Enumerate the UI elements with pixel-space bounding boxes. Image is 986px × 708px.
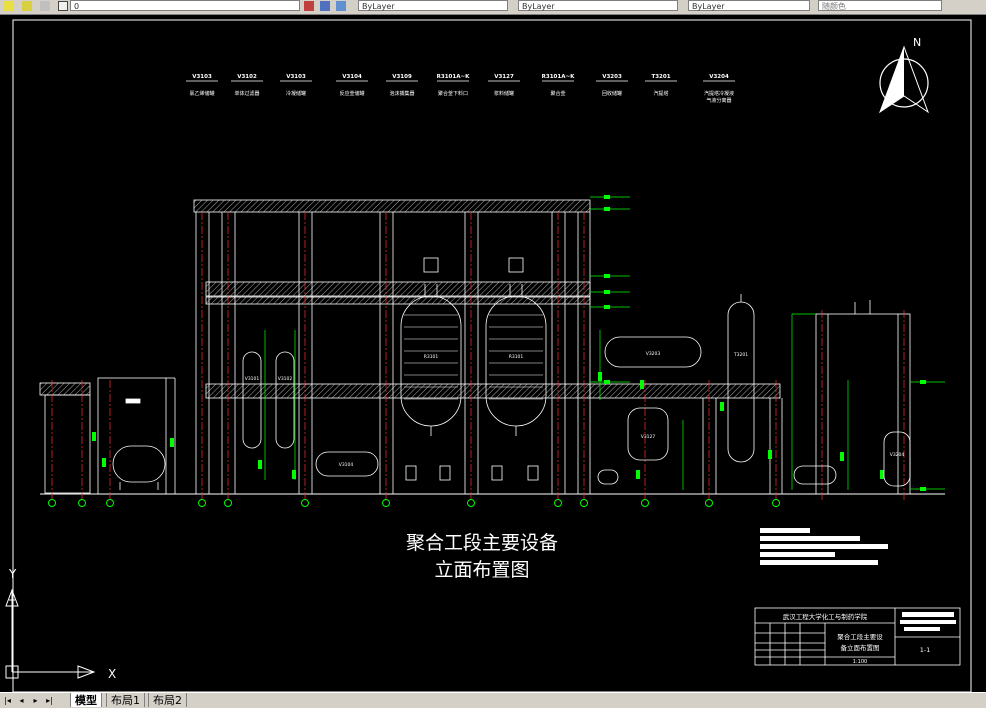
legend-tag: V3103 <box>192 74 212 80</box>
tab-model[interactable]: 模型 <box>70 693 102 707</box>
legend-tag: T3201 <box>651 74 670 80</box>
legend-tag: V3203 <box>602 74 622 80</box>
color-combo[interactable]: ByLayer <box>358 0 508 11</box>
legend-tag: R3101A~K <box>542 74 575 80</box>
legend-name: 泡沫捕集器 <box>389 90 414 97</box>
linetype-combo[interactable]: ByLayer <box>518 0 678 11</box>
nav-prev-button[interactable]: ◂ <box>19 696 24 705</box>
legend-name-2: 气液分离器 <box>706 97 731 104</box>
ucs-y-label: Y <box>8 567 17 581</box>
properties-toolbar: 0 ByLayer ByLayer ByLayer 随颜色 <box>0 0 986 15</box>
vessel-label: V3101 <box>245 376 260 382</box>
layout-tabs-bar: |◂ ◂ ▸ ▸| 模型 布局1 布局2 <box>0 692 986 708</box>
color-swatch-icon[interactable] <box>58 1 68 11</box>
tab-layout2[interactable]: 布局2 <box>148 693 187 707</box>
title-block <box>754 607 961 666</box>
legend-name: 反应釜储罐 <box>339 90 364 97</box>
layer-tool-icon[interactable] <box>320 1 330 11</box>
vessel-label: V3127 <box>641 434 656 440</box>
title-block-name-1: 聚合工段主要设 <box>837 632 883 641</box>
drawing-title-line2: 立面布置图 <box>434 559 529 581</box>
legend-name: 浆料储罐 <box>494 90 514 97</box>
legend-name: 氯乙烯储罐 <box>189 90 214 97</box>
vessel-label: R3101 <box>509 354 524 360</box>
plotstyle-combo[interactable]: 随颜色 <box>818 0 942 11</box>
legend-name: 单体过滤器 <box>234 90 259 97</box>
nav-first-button[interactable]: |◂ <box>4 696 11 705</box>
title-block-scale: 1:100 <box>853 659 867 665</box>
drawing-frame <box>12 19 972 692</box>
legend-name: 回收储罐 <box>602 90 622 97</box>
ucs-x-label: X <box>108 667 116 681</box>
vessel-label: V3102 <box>278 376 293 382</box>
vessel-label: V3104 <box>339 462 354 468</box>
legend-name: 汽提塔冷凝液 <box>704 90 734 97</box>
ucs-icon <box>5 588 96 679</box>
legend-name: 冷凝储罐 <box>286 90 306 97</box>
vessel-label: V3203 <box>646 351 661 357</box>
notes-block <box>760 528 888 565</box>
nav-last-button[interactable]: ▸| <box>46 696 53 705</box>
vessel-label: V3204 <box>890 452 905 458</box>
tab-layout1[interactable]: 布局1 <box>106 693 145 707</box>
grid-centerlines <box>51 212 905 500</box>
north-label: N <box>913 36 921 49</box>
vessels <box>112 257 911 490</box>
layer-previous-icon[interactable] <box>304 1 314 11</box>
lightbulb-icon[interactable] <box>4 1 14 11</box>
title-block-fill <box>900 612 956 631</box>
elevation-markers <box>264 196 945 490</box>
layer-states-icon[interactable] <box>336 1 346 11</box>
legend-tag: V3127 <box>494 74 514 80</box>
legend-tag: V3104 <box>342 74 362 80</box>
vessel-label: T3201 <box>733 352 748 358</box>
lock-icon[interactable] <box>40 1 50 11</box>
legend-tag: R3101A~K <box>437 74 470 80</box>
grid-bubbles <box>48 499 780 507</box>
drawing-canvas[interactable]: N V3103 氯乙烯储罐 V3102 单体过滤器 V3103 冷凝储罐 V3104 反应釜储… <box>0 14 986 692</box>
legend-name: 聚合釜 <box>550 90 565 97</box>
nav-next-button[interactable]: ▸ <box>33 696 38 705</box>
elevation-ticks <box>92 195 926 491</box>
legend-tag: V3102 <box>237 74 257 80</box>
north-arrow-icon: N <box>878 36 930 114</box>
title-block-name-2: 备立面布置图 <box>841 643 880 652</box>
legend-name: 聚合釜下料口 <box>438 90 468 97</box>
steel-structure <box>39 199 945 495</box>
title-block-sheet: 1-1 <box>920 646 931 654</box>
legend-name: 汽提塔 <box>653 90 668 97</box>
legend-tag: V3204 <box>709 74 729 80</box>
sun-icon[interactable] <box>22 1 32 11</box>
equipment-legend: V3103 氯乙烯储罐 V3102 单体过滤器 V3103 冷凝储罐 V3104 反应釜储罐 V… <box>186 74 735 104</box>
legend-tag: V3103 <box>286 74 306 80</box>
title-block-school: 武汉工程大学化工与制药学院 <box>783 612 868 621</box>
vessel-label: R3101 <box>424 354 439 360</box>
legend-tag: V3109 <box>392 74 412 80</box>
layer-combo[interactable]: 0 <box>70 0 300 11</box>
lineweight-combo[interactable]: ByLayer <box>688 0 810 11</box>
drawing-title-line1: 聚合工段主要设备 <box>406 532 558 554</box>
